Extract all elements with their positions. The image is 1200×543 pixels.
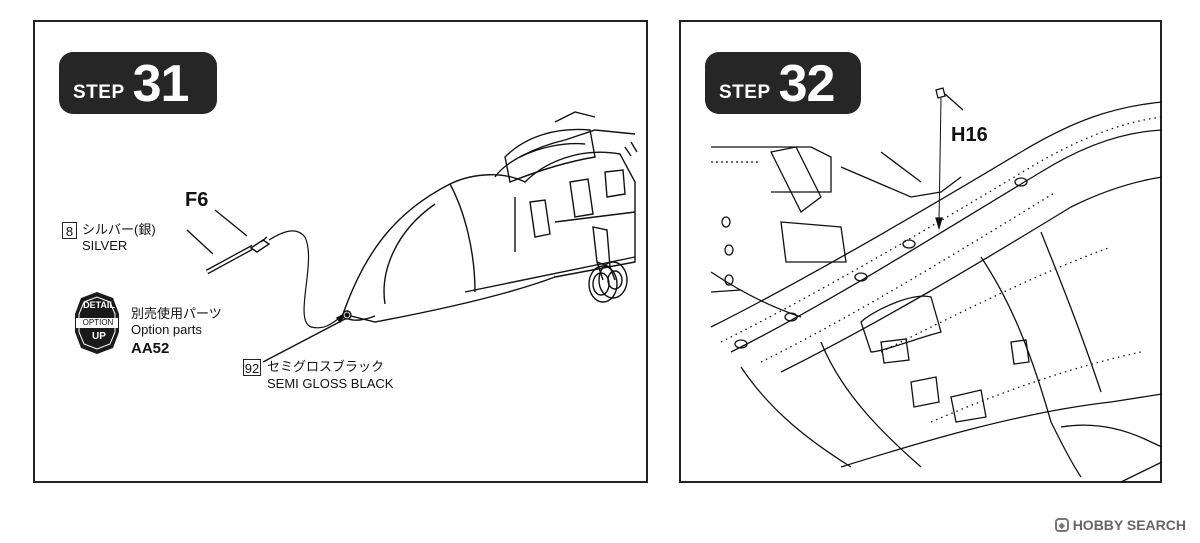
step-32-badge-word: STEP	[719, 82, 771, 103]
paint-name-en-semi-gloss-black: SEMI GLOSS BLACK	[267, 376, 394, 391]
option-parts-jp: 別売使用パーツ	[131, 306, 222, 321]
step-31-badge-word: STEP	[73, 82, 125, 103]
detail-badge-bottom-text: UP	[92, 331, 106, 342]
step-31-nose-illustration	[75, 111, 638, 363]
option-parts-en: Option parts	[131, 322, 202, 337]
part-label-h16: H16	[951, 124, 988, 146]
step-31-badge-number: 31	[132, 55, 190, 113]
paint-code-8: 8	[62, 222, 77, 239]
step-32-badge-number: 32	[778, 55, 836, 113]
step-32-panel: STEP 32	[679, 20, 1163, 483]
step-32-badge: STEP 32	[705, 52, 861, 114]
paint-name-en-silver: SILVER	[82, 238, 128, 253]
paint-name-jp-semi-gloss-black: セミグロスブラック	[267, 359, 385, 374]
paint-code-92: 92	[243, 359, 261, 376]
watermark: ◆ HOBBY SEARCH	[1054, 517, 1186, 533]
step-31-panel: STEP 31	[33, 20, 648, 483]
step-32-fuselage-illustration	[710, 87, 1163, 483]
watermark-text: HOBBY SEARCH	[1072, 517, 1186, 533]
option-parts-code: AA52	[131, 340, 170, 357]
detail-badge-top-text: DETAIL	[83, 300, 115, 310]
detail-up-badge-icon	[75, 292, 119, 354]
paint-name-jp-silver: シルバー(銀)	[82, 222, 156, 237]
step-31-badge: STEP 31	[59, 52, 217, 114]
detail-badge-middle-text: OPTION	[82, 318, 114, 327]
hobby-search-logo-icon: ◆	[1054, 518, 1069, 532]
part-label-f6: F6	[185, 189, 209, 211]
